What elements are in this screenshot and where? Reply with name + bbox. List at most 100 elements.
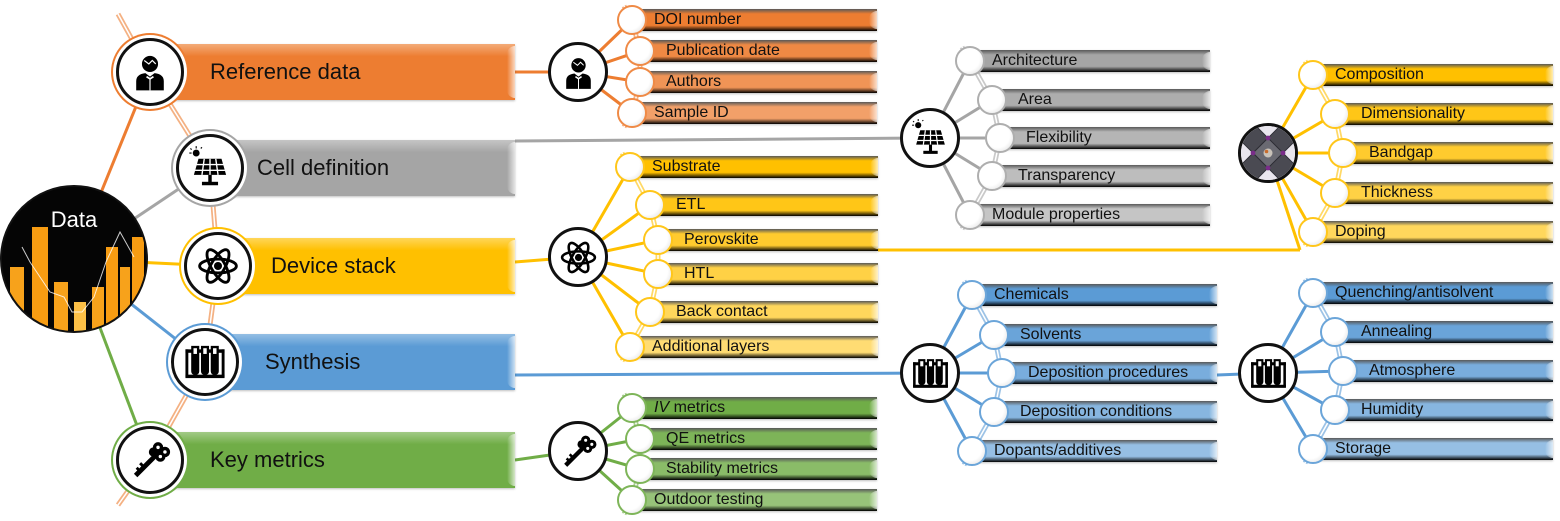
detail-perovskite-item[interactable]: Bandgap (1343, 142, 1553, 164)
subitem-synthesis-item-knob[interactable] (979, 320, 1009, 350)
subitem-device-item[interactable]: HTL (658, 263, 878, 285)
subitem-cell-item[interactable]: Architecture (970, 50, 1210, 72)
category-icon-device[interactable] (184, 232, 252, 300)
subitem-reference-item[interactable]: Sample ID (632, 102, 877, 124)
subitem-cell-item-knob[interactable] (977, 161, 1007, 191)
subitem-synthesis-hub-icon[interactable] (900, 343, 960, 403)
subitem-device-item[interactable]: Perovskite (658, 229, 878, 251)
category-icon-cell[interactable] (176, 134, 244, 202)
detail-perovskite-item-knob[interactable] (1298, 217, 1328, 247)
detail-perovskite-item-knob[interactable] (1328, 138, 1358, 168)
subitem-metrics-item[interactable]: Stability metrics (640, 458, 877, 480)
detail-perovskite-item-end-cap (1545, 66, 1553, 84)
detail-perovskite-item-knob[interactable] (1320, 178, 1350, 208)
subitem-synthesis-item[interactable]: Dopants/additives (972, 440, 1217, 462)
detail-perovskite-item[interactable]: Doping (1313, 221, 1553, 243)
subitem-device-item-knob[interactable] (635, 297, 665, 327)
category-device[interactable]: Device stack (218, 238, 515, 294)
detail-deposition-item[interactable]: Humidity (1335, 399, 1553, 421)
detail-deposition-item[interactable]: Storage (1313, 438, 1553, 460)
subitem-metrics-item[interactable]: QE metrics (640, 428, 877, 450)
subitem-synthesis-item-knob[interactable] (957, 436, 987, 466)
subitem-reference-item-label: Sample ID (654, 104, 729, 121)
subitem-metrics-item[interactable]: Outdoor testing (632, 489, 877, 511)
subitem-reference-item-knob[interactable] (617, 98, 647, 128)
subitem-metrics-item[interactable]: IV metrics (632, 397, 877, 419)
subitem-cell-item-knob[interactable] (985, 123, 1015, 153)
subitem-device-item[interactable]: Substrate (630, 156, 878, 178)
subitem-device-item[interactable]: Additional layers (630, 336, 878, 358)
subitem-device-item-knob[interactable] (615, 152, 645, 182)
subitem-synthesis-item[interactable]: Solvents (994, 324, 1217, 346)
category-reference-end-cap (507, 46, 515, 98)
subitem-cell-hub-icon[interactable] (900, 108, 960, 168)
data-hub[interactable]: Data (0, 185, 148, 333)
category-cell[interactable]: Cell definition (210, 140, 515, 196)
subitem-reference-item[interactable]: Authors (640, 71, 877, 93)
detail-perovskite-item[interactable]: Thickness (1335, 182, 1553, 204)
detail-perovskite-item-knob[interactable] (1298, 60, 1328, 90)
subitem-reference-item-label: Authors (666, 73, 722, 90)
subitem-cell-item-label: Flexibility (1026, 129, 1092, 146)
detail-deposition-item-knob[interactable] (1298, 278, 1328, 308)
subitem-metrics-item-knob[interactable] (625, 454, 655, 484)
subitem-device-item-knob[interactable] (635, 190, 665, 220)
category-metrics[interactable]: Key metrics (150, 432, 515, 488)
subitem-synthesis-item-knob[interactable] (979, 397, 1009, 427)
subitem-synthesis-item[interactable]: Chemicals (972, 284, 1217, 306)
detail-perovskite-item-label: Composition (1335, 66, 1424, 83)
subitem-reference-item-knob[interactable] (625, 67, 655, 97)
detail-perovskite-item[interactable]: Dimensionality (1335, 103, 1553, 125)
subitem-synthesis-item-end-cap (1209, 364, 1217, 382)
subitem-synthesis-item-knob[interactable] (987, 358, 1017, 388)
detail-deposition-item-knob[interactable] (1298, 434, 1328, 464)
subitem-device-item-label: Substrate (652, 158, 721, 175)
detail-deposition-item[interactable]: Annealing (1335, 321, 1553, 343)
detail-perovskite-hub-icon[interactable] (1238, 123, 1298, 183)
subitem-cell-item-knob[interactable] (955, 200, 985, 230)
detail-deposition-hub-icon[interactable] (1238, 343, 1298, 403)
subitem-synthesis-item[interactable]: Deposition procedures (1002, 362, 1217, 384)
subitem-device-item-knob[interactable] (615, 332, 645, 362)
subitem-reference-item-knob[interactable] (625, 36, 655, 66)
subitem-cell-item-label: Area (1018, 91, 1052, 108)
detail-deposition-item-knob[interactable] (1328, 356, 1358, 386)
subitem-device-item[interactable]: Back contact (650, 301, 878, 323)
category-synthesis[interactable]: Synthesis (205, 334, 515, 390)
subitem-metrics-hub-icon[interactable] (548, 421, 608, 481)
subitem-cell-item[interactable]: Transparency (992, 165, 1210, 187)
category-reference[interactable]: Reference data (150, 44, 515, 100)
subitem-cell-item[interactable]: Area (992, 89, 1210, 111)
subitem-metrics-item-knob[interactable] (617, 485, 647, 515)
category-icon-synthesis[interactable] (171, 328, 239, 396)
subitem-metrics-item-end-cap (869, 399, 877, 417)
subitem-cell-item[interactable]: Flexibility (1000, 127, 1210, 149)
subitem-device-item-knob[interactable] (643, 259, 673, 289)
detail-deposition-item-knob[interactable] (1320, 317, 1350, 347)
subitem-cell-item[interactable]: Module properties (970, 204, 1210, 226)
subitem-metrics-item-knob[interactable] (617, 393, 647, 423)
category-icon-metrics[interactable] (116, 426, 184, 494)
subitem-synthesis-item[interactable]: Deposition conditions (994, 401, 1217, 423)
subitem-cell-item-knob[interactable] (955, 46, 985, 76)
subitem-metrics-item-knob[interactable] (625, 424, 655, 454)
subitem-device-item-knob[interactable] (643, 225, 673, 255)
solar-panel-icon (910, 118, 951, 159)
subitem-cell-item-knob[interactable] (977, 85, 1007, 115)
detail-deposition-item[interactable]: Atmosphere (1343, 360, 1553, 382)
subitem-device-item-end-cap (870, 231, 878, 249)
detail-deposition-item-knob[interactable] (1320, 395, 1350, 425)
subitem-cell-item-end-cap (1202, 129, 1210, 147)
subitem-device-hub-icon[interactable] (548, 227, 608, 287)
subitem-reference-item[interactable]: DOI number (632, 9, 877, 31)
subitem-device-item[interactable]: ETL (650, 194, 878, 216)
subitem-reference-item-knob[interactable] (617, 5, 647, 35)
detail-perovskite-item-knob[interactable] (1320, 99, 1350, 129)
subitem-synthesis-item-knob[interactable] (957, 280, 987, 310)
subitem-reference-hub-icon[interactable] (548, 42, 608, 102)
detail-perovskite-item[interactable]: Composition (1313, 64, 1553, 86)
category-icon-reference[interactable] (116, 38, 184, 106)
detail-deposition-item[interactable]: Quenching/antisolvent (1313, 282, 1553, 304)
subitem-reference-item[interactable]: Publication date (640, 40, 877, 62)
